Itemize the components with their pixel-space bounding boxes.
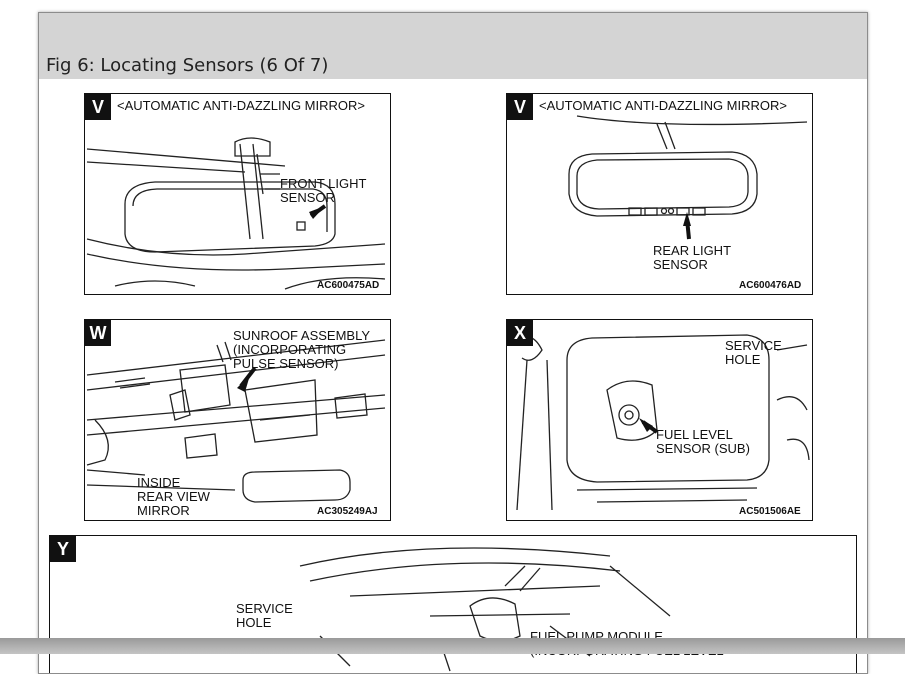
mirror-rear-illustration — [568, 115, 808, 240]
figure-code: AC600475AD — [317, 280, 380, 291]
mirror-label-line2: REAR VIEW — [137, 489, 210, 504]
panel-w-sunroof-assembly: W SUNROOF ASSEMBLY (INCORPORATING PULSE … — [84, 319, 391, 521]
panel-v-rear-light-sensor: V <AUTOMATIC ANTI-DAZZLING MIRROR> REAR … — [506, 93, 813, 295]
document-page: Fig 6: Locating Sensors (6 Of 7) V < — [38, 12, 868, 674]
rear-light-sensor-label-line2: SENSOR — [653, 257, 708, 272]
figure-code: AC501506AE — [739, 506, 801, 517]
service-hole-label-line1: SERVICE — [236, 601, 293, 616]
mirror-label-line3: MIRROR — [137, 503, 190, 518]
panel-letter: V — [85, 94, 111, 120]
sunroof-label-line1: SUNROOF ASSEMBLY — [233, 328, 371, 343]
panel-title: <AUTOMATIC ANTI-DAZZLING MIRROR> — [539, 98, 787, 113]
front-light-sensor-label-line2: SENSOR — [280, 190, 335, 205]
panel-v-front-light-sensor: V <AUTOMATIC ANTI-DAZZLING MIRROR> FRONT… — [84, 93, 391, 295]
caption-bar: Fig 6: Locating Sensors (6 Of 7) — [39, 13, 867, 79]
window-bottom-bar — [0, 638, 905, 654]
panel-x-fuel-level-sensor: X SERVICE HOLE FUEL LEVEL SENSOR (SUB) A… — [506, 319, 813, 521]
sunroof-illustration — [86, 339, 386, 503]
rear-light-sensor-label-line1: REAR LIGHT — [653, 243, 732, 258]
fuel-tank-illustration — [516, 334, 810, 511]
service-hole-label-line1: SERVICE — [725, 338, 782, 353]
panel-letter: W — [85, 320, 111, 346]
mirror-label-line1: INSIDE — [137, 475, 181, 490]
sunroof-label-line3: PULSE SENSOR) — [233, 356, 339, 371]
fuel-level-sensor-label-line2: SENSOR (SUB) — [656, 441, 750, 456]
figure-code: AC305249AJ — [317, 506, 378, 517]
figure-code: AC600476AD — [739, 280, 802, 291]
panel-letter: V — [507, 94, 533, 120]
front-light-sensor-label-line1: FRONT LIGHT — [280, 176, 367, 191]
figure-caption: Fig 6: Locating Sensors (6 Of 7) — [46, 55, 329, 76]
mirror-front-illustration — [86, 137, 386, 290]
fuel-level-sensor-label-line1: FUEL LEVEL — [656, 427, 733, 442]
panel-letter: Y — [50, 536, 76, 562]
fuel-pump-illustration — [299, 547, 671, 672]
panel-letter: X — [507, 320, 533, 346]
sunroof-label-line2: (INCORPORATING — [233, 342, 347, 357]
panel-title: <AUTOMATIC ANTI-DAZZLING MIRROR> — [117, 98, 365, 113]
service-hole-label-line2: HOLE — [725, 352, 761, 367]
service-hole-label-line2: HOLE — [236, 615, 272, 630]
